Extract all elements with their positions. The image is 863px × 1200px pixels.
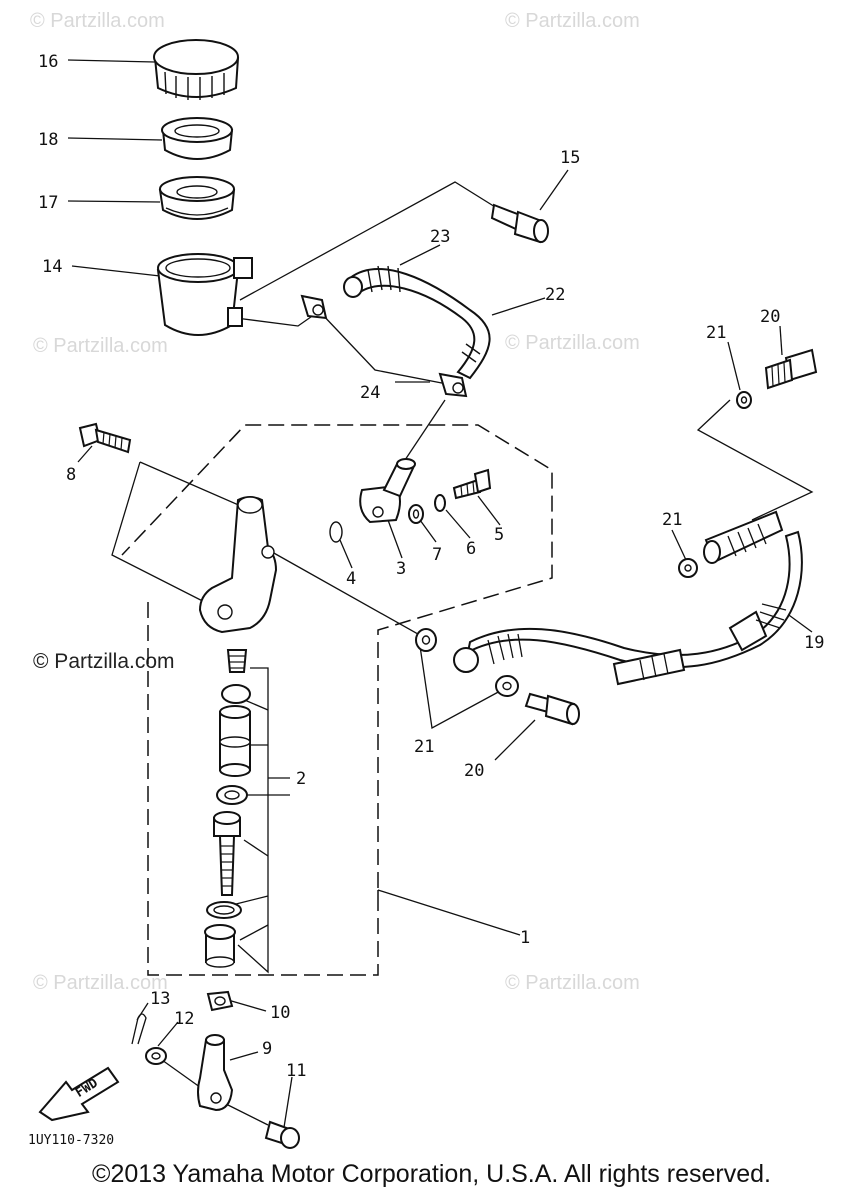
callout-23: 23 [430,227,450,247]
washer-6 [434,494,446,512]
callout-18: 18 [38,130,58,150]
cotter-pin [131,1013,147,1045]
hose-clamp [438,372,468,398]
brake-hose [453,510,803,686]
bolt-8 [78,422,132,454]
seal-ring [216,785,248,805]
diaphragm [158,176,236,220]
watermarks: © Partzilla.com © Partzilla.com © Partzi… [30,10,640,994]
washer-7 [408,504,424,524]
watermark: © Partzilla.com [505,10,640,32]
callout-12: 12 [174,1009,194,1029]
watermark: © Partzilla.com [505,972,640,994]
callout-20: 20 [464,761,484,781]
copper-washer [415,628,437,652]
diaphragm-plate [161,117,234,160]
callout-21: 21 [662,510,682,530]
callouts: 16 18 17 14 15 23 22 24 8 4 3 7 6 5 21 2… [38,52,824,1081]
washer-12 [145,1047,167,1065]
screw-5 [452,468,492,500]
nut-10 [206,990,234,1012]
callout-19: 19 [804,633,824,653]
callout-3: 3 [396,559,406,579]
callout-21: 21 [706,323,726,343]
watermark: © Partzilla.com [33,650,175,673]
o-ring [329,521,343,543]
callout-7: 7 [432,545,442,565]
callout-20: 20 [760,307,780,327]
push-rod [213,811,241,896]
bolt-15 [490,203,549,244]
callout-6: 6 [466,539,476,559]
callout-15: 15 [560,148,580,168]
hose-joint [359,458,416,524]
watermark: © Partzilla.com [505,332,640,354]
copper-washer [495,675,519,697]
fwd-arrow-icon: FWD [38,1066,120,1122]
callout-4: 4 [346,569,356,589]
reservoir-cap [153,39,240,100]
banjo-bolt [524,692,580,726]
copper-washer [736,391,752,409]
piston [219,705,251,777]
callout-17: 17 [38,193,58,213]
hose-clamp [300,294,328,320]
callout-11: 11 [286,1061,306,1081]
watermark: © Partzilla.com [30,10,165,32]
cup [221,684,251,704]
boot [204,924,236,968]
callout-22: 22 [545,285,565,305]
callout-5: 5 [494,525,504,545]
callout-2: 2 [296,769,306,789]
callout-10: 10 [270,1003,290,1023]
callout-16: 16 [38,52,58,72]
callout-21: 21 [414,737,434,757]
clevis [197,1034,234,1112]
watermark: © Partzilla.com [33,335,168,357]
callout-9: 9 [262,1039,272,1059]
copyright-notice: ©2013 Yamaha Motor Corporation, U.S.A. A… [92,1160,771,1188]
callout-24: 24 [360,383,380,403]
master-cylinder-body [198,496,278,634]
reservoir-hose [343,265,491,380]
watermark: © Partzilla.com [33,972,168,994]
reservoir-tank [156,253,253,336]
diagram-code: 1UY110-7320 [28,1133,114,1148]
clevis-pin [264,1120,300,1149]
assembly-outline [121,424,553,976]
callout-14: 14 [42,257,62,277]
copper-washer [678,558,698,578]
callout-8: 8 [66,465,76,485]
leader-lines [67,59,814,1141]
spring-seat [226,649,248,673]
banjo-bolt [764,348,818,390]
callout-1: 1 [520,928,530,948]
callout-13: 13 [150,989,170,1009]
circlip [206,901,242,919]
